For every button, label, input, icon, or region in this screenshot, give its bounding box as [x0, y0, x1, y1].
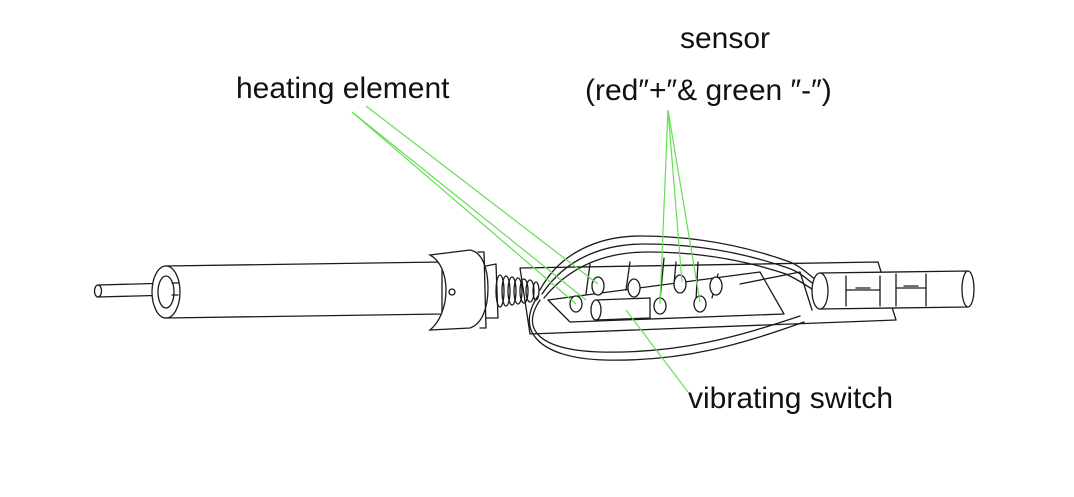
inner-housing — [519, 261, 897, 335]
vibrating-switch-label: vibrating switch — [688, 382, 893, 415]
leader-heating-1 — [351, 111, 587, 301]
leader-heating-3 — [365, 105, 599, 285]
wire-bundle — [528, 235, 817, 361]
spring-coils — [495, 274, 540, 308]
sensor-polarity-label: (red″+″& green ″-″) — [585, 74, 832, 107]
leader-vibrating-switch — [625, 309, 689, 393]
leader-sensor-2 — [667, 109, 683, 283]
leader-sensor-1 — [659, 109, 669, 305]
sensor-label: sensor — [680, 22, 770, 55]
main-tube — [151, 261, 443, 319]
leader-sensor-3 — [667, 109, 701, 303]
collar-ring — [427, 249, 499, 331]
terminal-pins — [569, 257, 723, 315]
end-cylinder — [811, 270, 975, 310]
leader-heating-2 — [351, 111, 577, 305]
heating-element-label: heating element — [236, 72, 450, 105]
vibrating-switch-cylinder — [590, 297, 651, 321]
leader-lines — [351, 105, 701, 393]
